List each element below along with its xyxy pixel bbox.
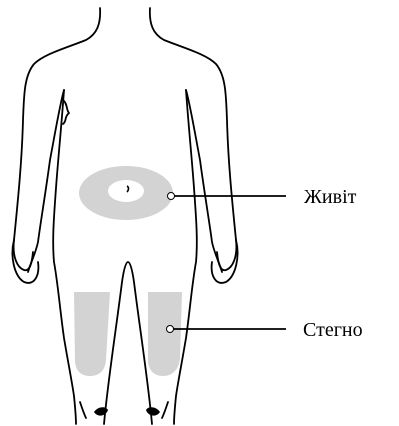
right-kneecap-shadow	[146, 407, 160, 415]
left-kneecap-shadow	[94, 407, 108, 415]
right-thigh-injection-area	[148, 292, 182, 376]
abdomen-label: Живіт	[304, 186, 357, 208]
right-body-contour	[150, 8, 237, 270]
left-torso	[53, 90, 76, 424]
left-inner-arm	[28, 90, 64, 272]
right-inner-arm	[186, 90, 222, 272]
thigh-marker-dot	[167, 326, 174, 333]
right-knee-mark	[162, 402, 168, 418]
knee-details	[94, 407, 160, 415]
right-torso	[174, 90, 197, 424]
left-thigh-injection-area	[74, 292, 110, 376]
inner-legs	[104, 262, 152, 424]
thigh-zones	[74, 292, 182, 376]
thigh-label: Стегно	[303, 319, 363, 341]
left-body-contour	[14, 8, 101, 270]
abdomen-marker-dot	[168, 193, 175, 200]
left-knee-mark	[80, 402, 86, 418]
abdomen-zone	[79, 166, 173, 220]
navel-exclusion-area	[108, 180, 144, 202]
thigh-callout: Стегно	[167, 319, 363, 341]
